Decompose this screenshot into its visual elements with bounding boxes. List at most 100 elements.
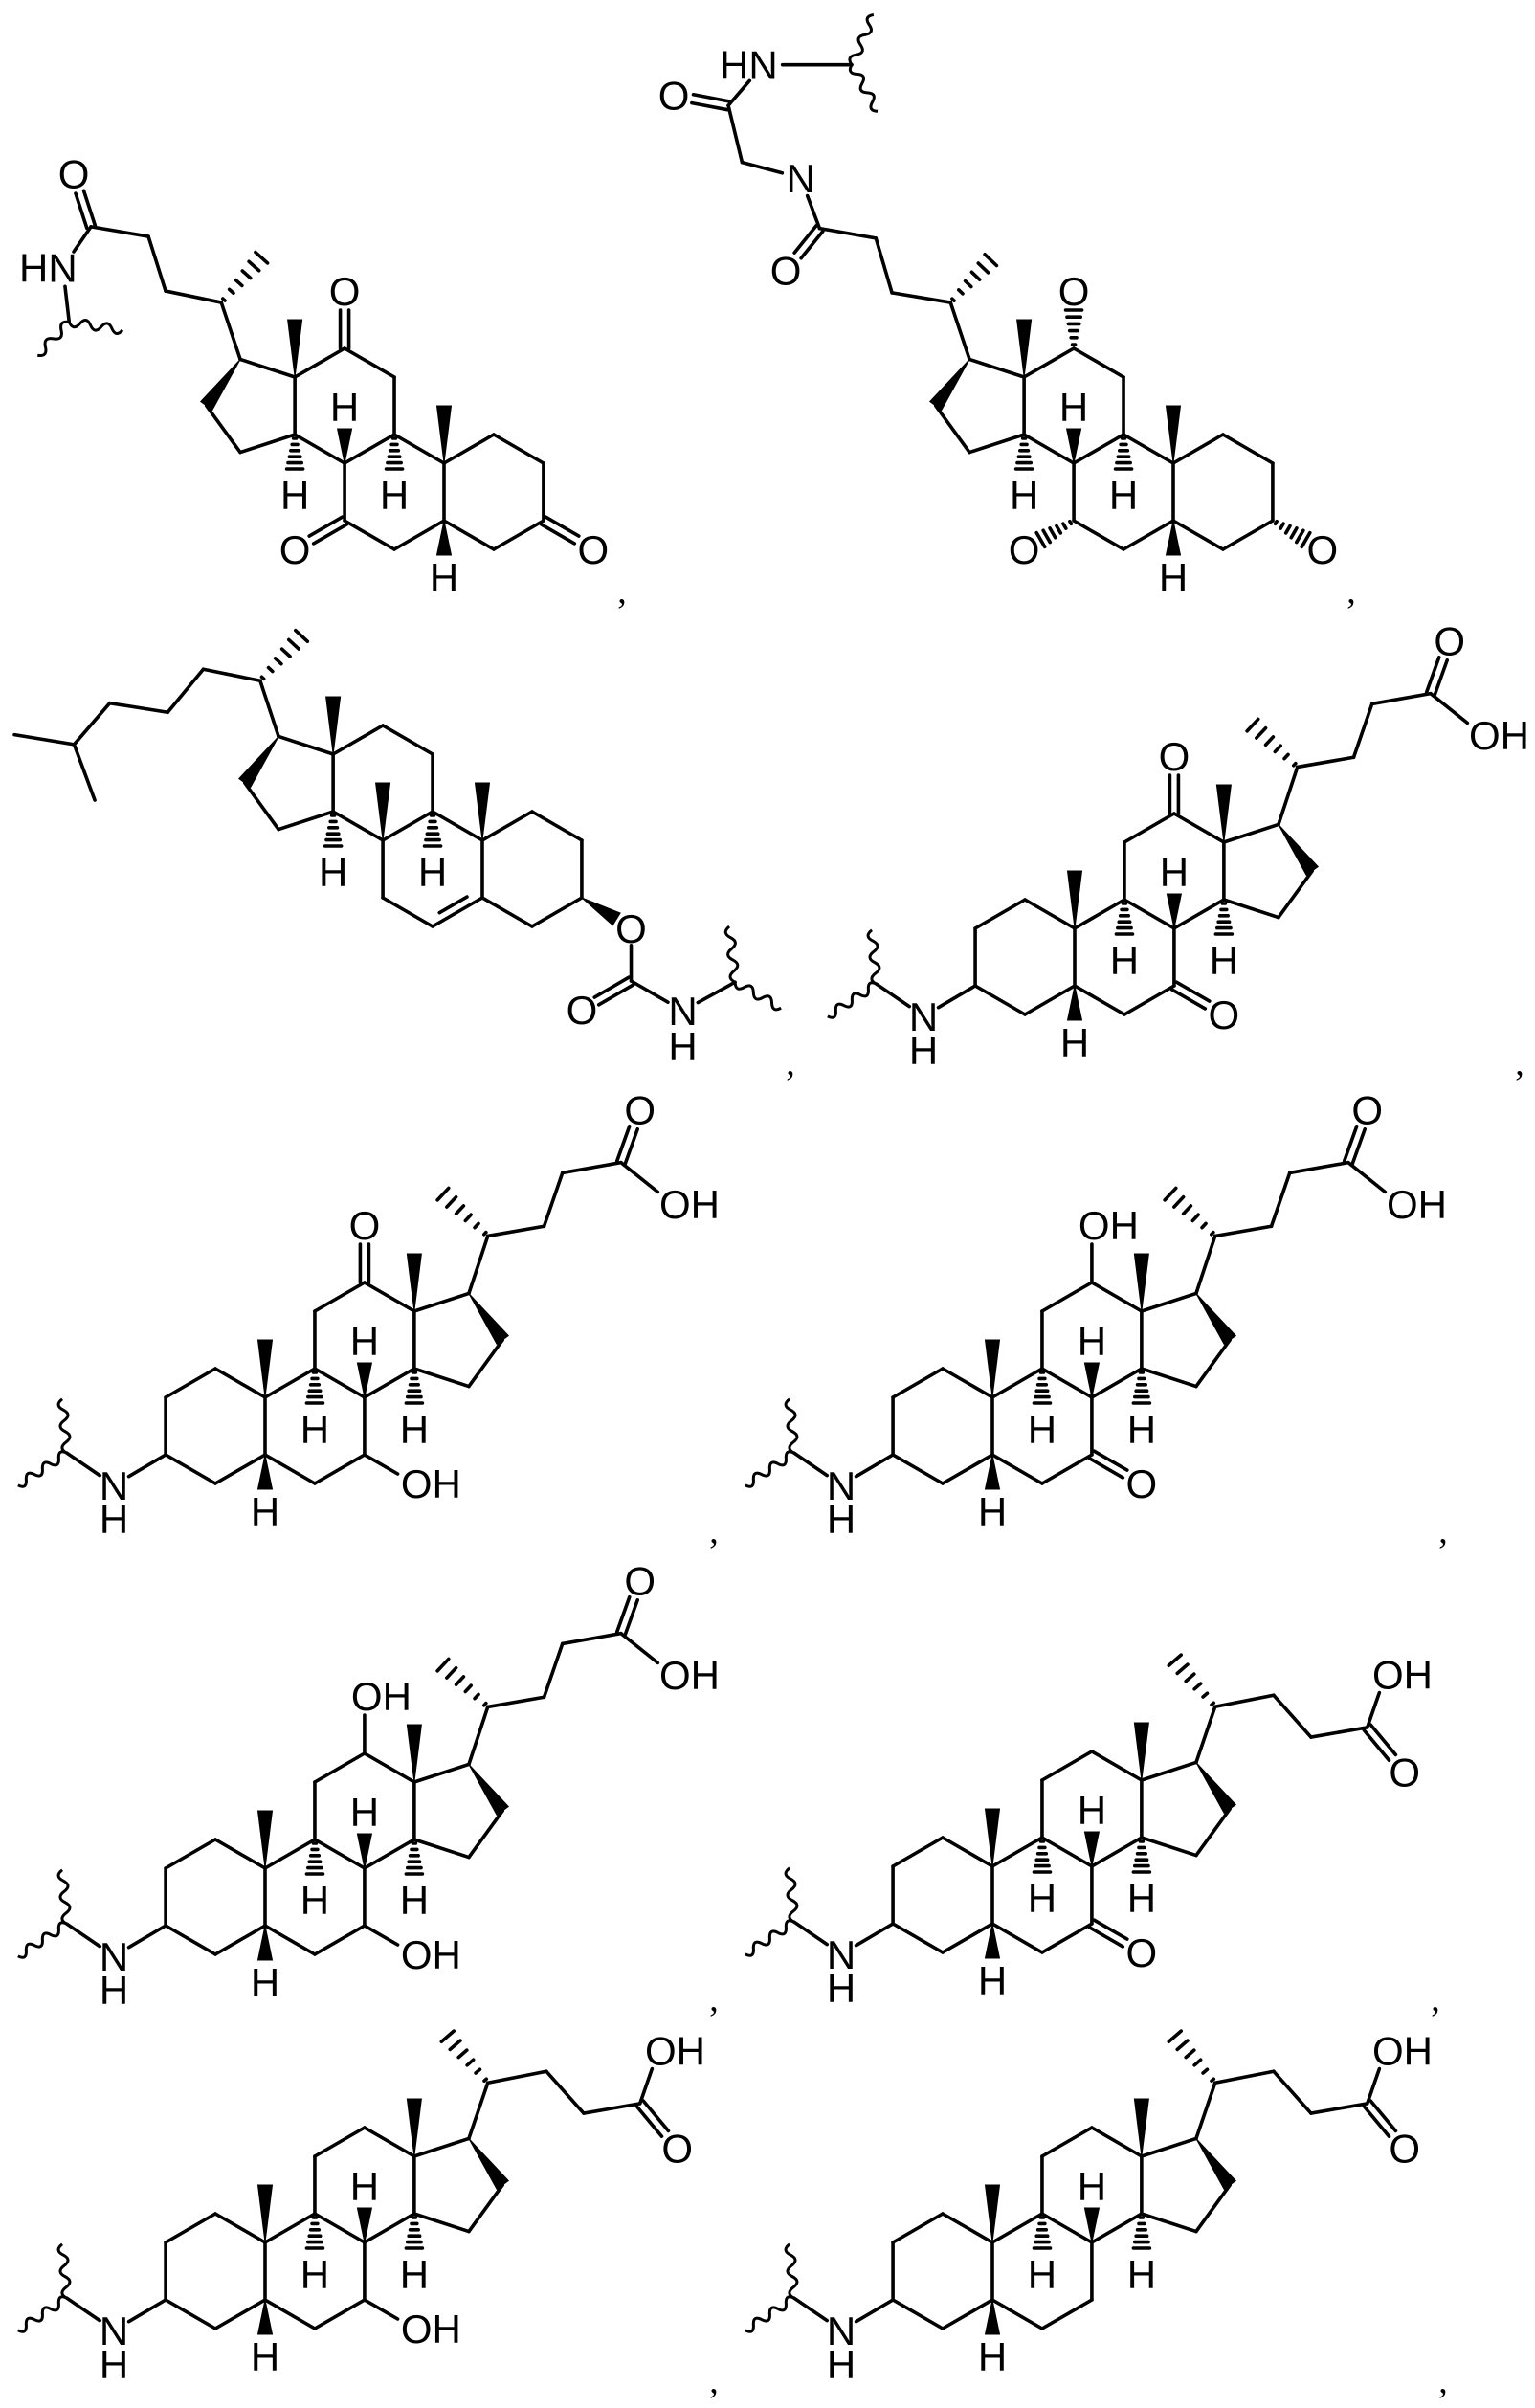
side-chain-bond [1274, 2071, 1311, 2113]
ring-bond [1173, 435, 1223, 463]
side-chain-bond [260, 680, 278, 736]
atom-label-h8: H [1059, 385, 1088, 430]
ring-bond [215, 1455, 265, 1483]
methyl-wedge-bond [476, 783, 490, 840]
atom-label-c12: O [1058, 269, 1090, 314]
separator-comma: , [1438, 2361, 1448, 2401]
ring-bond [215, 1369, 265, 1397]
atom-label-h8: H [350, 1319, 379, 1364]
ring-bond [1042, 1838, 1092, 1866]
ring-bond [444, 521, 494, 549]
ring-bond [265, 1839, 315, 1868]
ring-wedge-bond [1196, 1762, 1235, 1813]
ring-bond [482, 898, 532, 926]
atom-label-h14: H [1010, 473, 1038, 518]
atom-label-o24: O [1389, 1750, 1420, 1795]
ring-bond [315, 2300, 365, 2329]
hydroxyl-bond [621, 1163, 657, 1193]
ring-bond [333, 812, 383, 840]
atom-label-h14: H [319, 850, 347, 895]
carbonyl-double-bond [1172, 990, 1206, 1009]
ring-bond [1092, 1282, 1142, 1311]
carbonyl-double-bond [314, 524, 347, 544]
methyl-hashed-bond [959, 290, 963, 294]
atom-label-o-gly: O [658, 73, 690, 118]
amine-bond [794, 1922, 827, 1944]
methyl-hashed-bond [230, 289, 234, 293]
ring-bond [315, 1455, 365, 1483]
ring-bond [469, 1811, 502, 1858]
atom-label-c12: OH [1079, 1203, 1139, 1248]
methyl-hashed-bond [447, 1197, 456, 1207]
amine-bond [129, 1926, 166, 1948]
ring-bond [215, 1926, 265, 1954]
carbamate-bond [698, 982, 735, 1002]
atom-label-c12: OH [351, 1674, 412, 1719]
structure-6: HHHHNHOOHOOH, [745, 1087, 1448, 1551]
methyl-hashed-bond [1266, 737, 1274, 745]
ring-bond [1042, 2128, 1092, 2156]
ring-bond [1223, 435, 1273, 463]
ring-bond [414, 1839, 469, 1858]
atom-label-hn3: H [827, 1966, 856, 2011]
carbonyl-double-bond [692, 103, 727, 110]
atom-label-h-carbamate: H [668, 1024, 697, 1069]
methyl-wedge-bond [326, 697, 341, 754]
ring-bond [1279, 871, 1312, 918]
ring-bond [166, 1369, 215, 1397]
side-chain-bond [1311, 2104, 1368, 2113]
methyl-wedge-bond [258, 1811, 273, 1868]
side-chain-bond [488, 1697, 545, 1706]
atom-label-c12: O [329, 269, 361, 314]
amine-bond [129, 2300, 166, 2322]
ring-bond [1025, 986, 1075, 1014]
atom-label-h8: H [1078, 1319, 1106, 1364]
ring-bond [893, 2300, 943, 2329]
atom-label-c7: O [279, 527, 311, 572]
wavy-attachment-bond [18, 1870, 70, 1957]
hashed-oxygen-bond [1286, 525, 1290, 532]
methyl-hashed-bond [1212, 2079, 1213, 2081]
methyl-wedge-bond [986, 2185, 1000, 2242]
methyl-hashed-bond [484, 2079, 486, 2081]
atom-label-h9: H [300, 1407, 329, 1452]
ring-bond [1092, 1751, 1142, 1780]
atom-label-hn3: H [100, 2342, 128, 2387]
oxygen-wedge-bond [582, 898, 620, 925]
hashed-oxygen-bond [1070, 522, 1072, 524]
side-chain-bond [1274, 1695, 1311, 1737]
separator-comma: , [1515, 1043, 1524, 1083]
h-wedge-bond [1067, 429, 1081, 463]
single-bond [110, 703, 168, 713]
h-wedge-bond [986, 1924, 1000, 1958]
ring-wedge-bond [1196, 1293, 1235, 1344]
methyl-wedge-bond [1017, 320, 1032, 377]
carbonyl-double-bond [1176, 982, 1210, 1001]
h-wedge-bond [437, 521, 452, 555]
methyl-hashed-bond [1284, 754, 1288, 758]
amine-bond [794, 1453, 827, 1475]
ring-bond [1092, 1838, 1142, 1866]
methyl-hashed-bond [447, 1668, 456, 1678]
methyl-hashed-bond [256, 253, 268, 263]
carbonyl-double-bond [694, 95, 729, 101]
ring-bond [469, 1340, 502, 1387]
hashed-oxygen-bond [1280, 524, 1283, 528]
carbonyl-double-bond [1090, 1459, 1123, 1478]
h-wedge-bond [1167, 521, 1181, 555]
atom-label-h9: H [1109, 473, 1138, 518]
methyl-hashed-bond [450, 2040, 460, 2049]
ring-bond [278, 812, 333, 830]
wavy-attachment-bond [725, 926, 781, 1010]
side-chain-bond [1279, 767, 1298, 824]
atom-label-hn3: H [827, 1497, 856, 1542]
atom-label-oh24: OH [659, 1182, 720, 1227]
ring-bond [365, 2128, 414, 2156]
ring-wedge-bond [930, 359, 969, 410]
ring-bond [215, 2300, 265, 2329]
ring-bond [166, 1455, 215, 1483]
ring-bond [893, 1838, 943, 1866]
ring-bond [166, 1839, 215, 1868]
atom-label-n24: N [786, 156, 814, 201]
